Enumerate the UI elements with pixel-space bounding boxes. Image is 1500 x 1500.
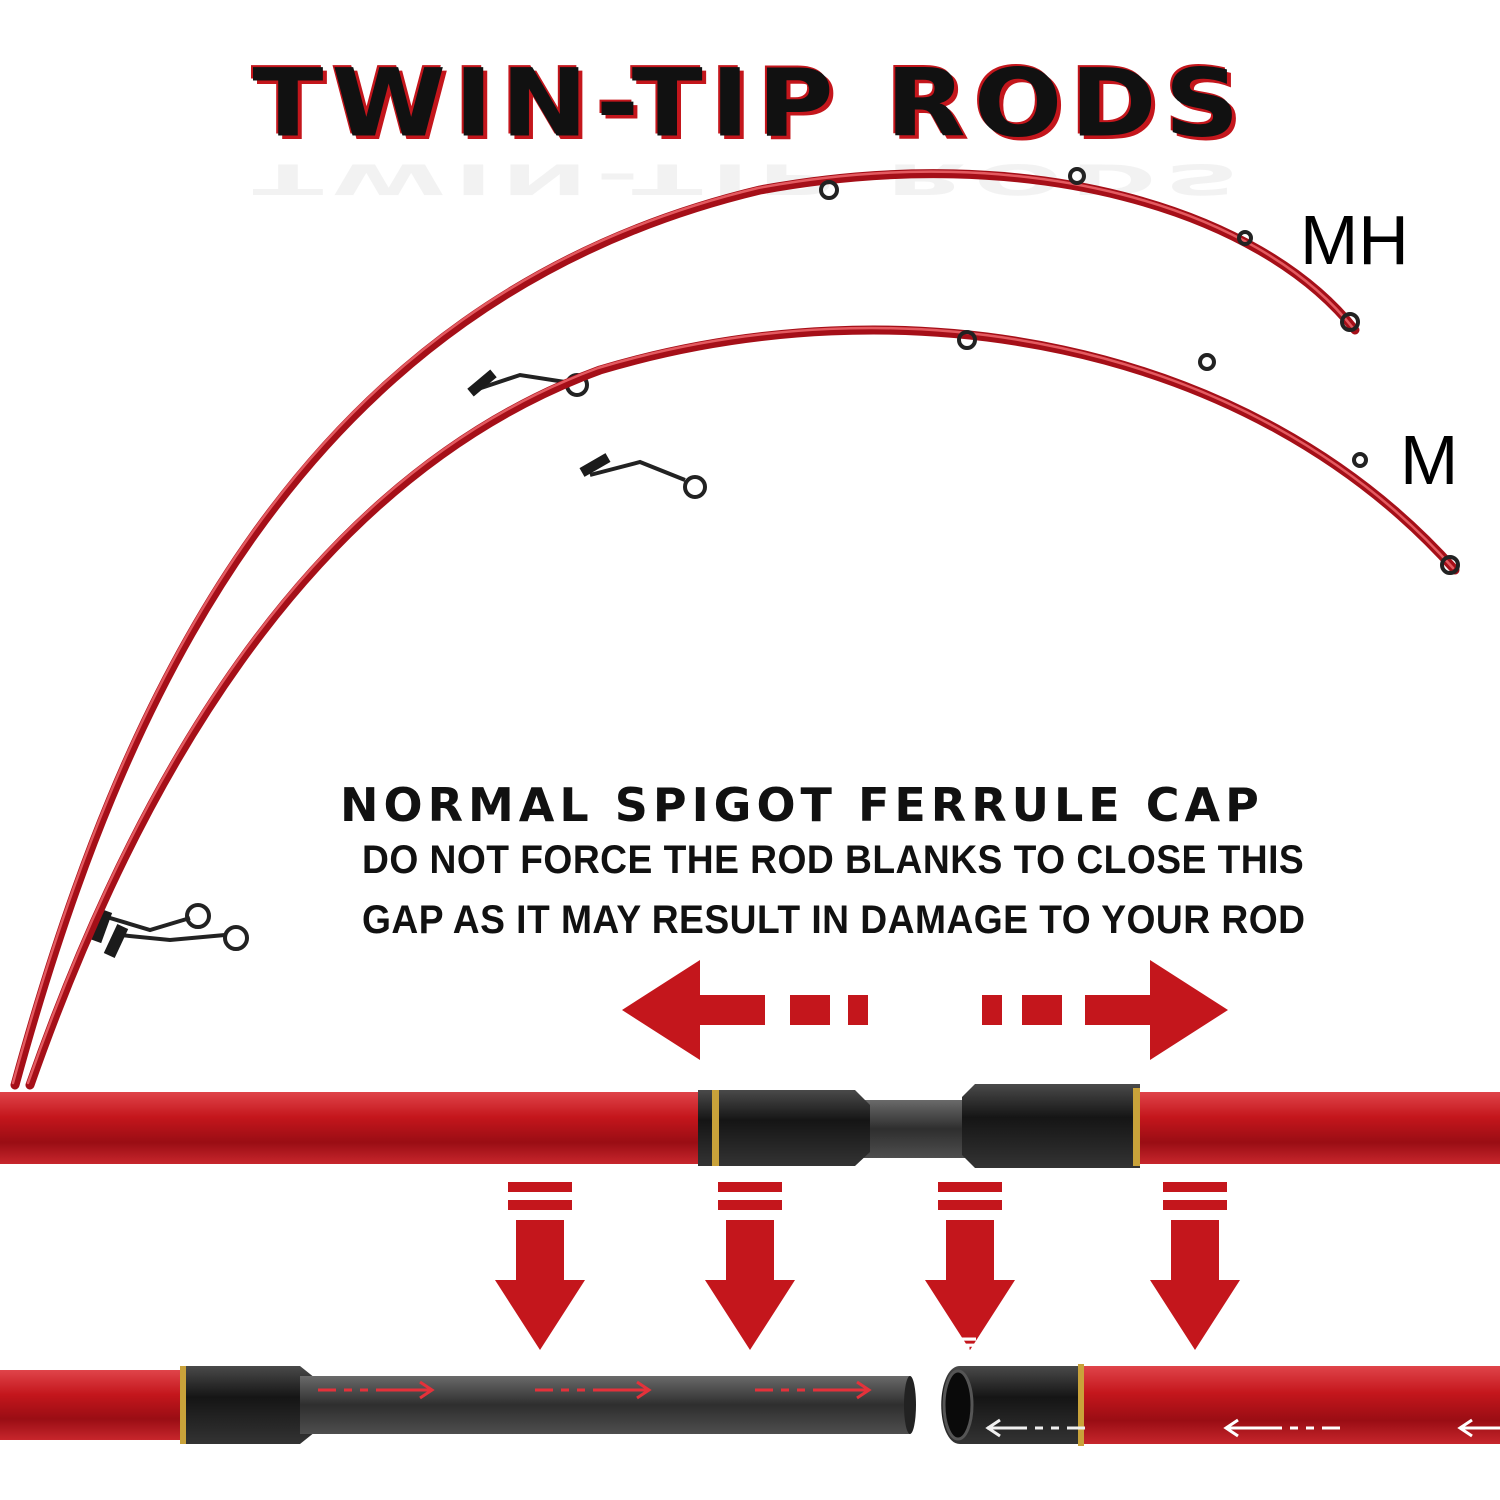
separated-rod-left [0,1366,916,1444]
brand-mark: HI [956,1336,981,1358]
down-arrows [495,1182,1240,1350]
m-tip-rod [25,325,1460,1090]
separated-rod-right [941,1364,1500,1446]
ferrule-note-line2: GAP AS IT MAY RESULT IN DAMAGE TO YOUR R… [362,898,1306,942]
ferrule-note-line1: DO NOT FORCE THE ROD BLANKS TO CLOSE THI… [362,838,1305,882]
ferrule-heading: NORMAL SPIGOT FERRULE CAP [340,778,1264,832]
page-title: TWIN-TIP RODS [252,48,1248,158]
m-tip-label: M [1400,421,1459,499]
insert-arrows [318,1380,1500,1438]
mh-tip-rod [10,167,1360,1090]
assembled-rod [0,1084,1500,1168]
gap-arrows [622,960,1228,1060]
mh-tip-label: MH [1300,201,1409,279]
